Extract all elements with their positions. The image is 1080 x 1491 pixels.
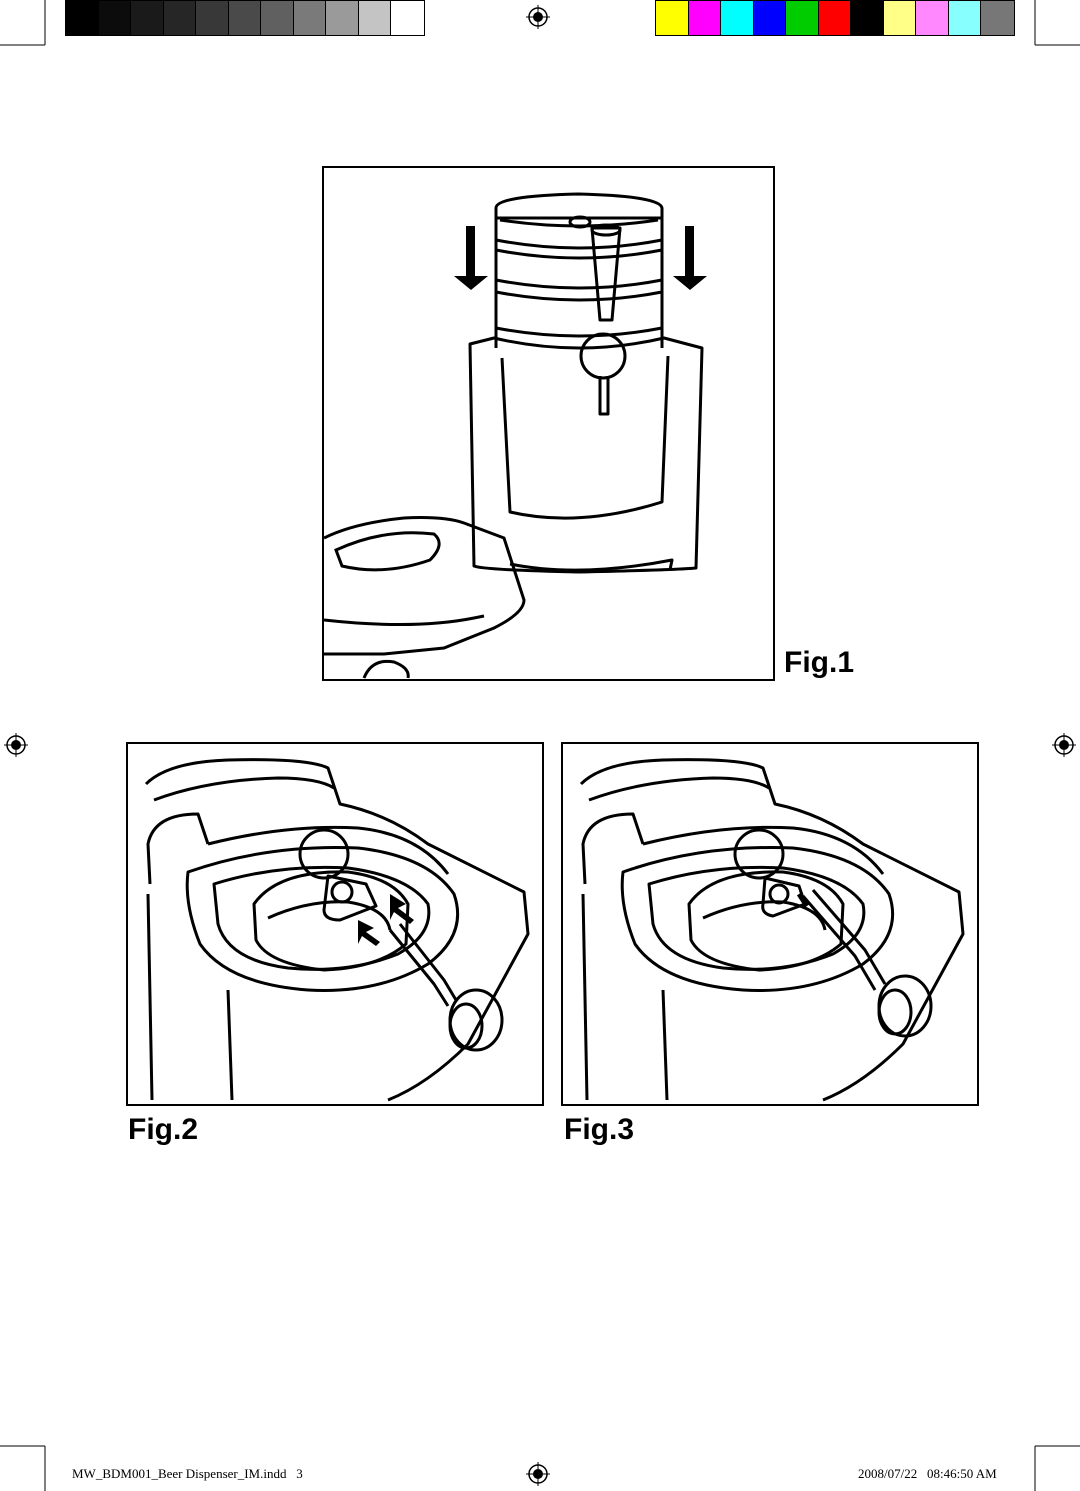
figure-3-label: Fig.3 (564, 1113, 635, 1146)
figure-1-label: Fig.1 (784, 646, 855, 679)
grayscale-swatch (326, 1, 359, 35)
grayscale-swatch (261, 1, 294, 35)
process-swatch (786, 1, 819, 35)
registration-mark-top (526, 5, 550, 29)
footer-filename: MW_BDM001_Beer Dispenser_IM.indd 3 (72, 1466, 303, 1481)
keg-insertion-illustration (324, 192, 707, 679)
footer-timestamp: 2008/07/22 08:46:50 AM (858, 1466, 997, 1481)
process-swatch (688, 1, 721, 35)
process-swatch (721, 1, 754, 35)
figure-2-label: Fig.2 (128, 1113, 199, 1146)
grayscale-swatch (293, 1, 326, 35)
process-swatch (883, 1, 916, 35)
grayscale-swatch (131, 1, 164, 35)
registration-mark-bottom (526, 1462, 550, 1486)
process-swatch (656, 1, 689, 35)
grayscale-swatch (228, 1, 261, 35)
grayscale-color-bar (65, 0, 425, 36)
process-color-bar (655, 0, 1015, 36)
process-swatch (981, 1, 1014, 35)
registration-mark-left (4, 733, 28, 757)
grayscale-swatch (163, 1, 196, 35)
figure-1-frame (322, 166, 775, 681)
process-swatch (818, 1, 851, 35)
grayscale-swatch (391, 1, 424, 35)
grayscale-swatch (98, 1, 131, 35)
process-swatch (753, 1, 786, 35)
process-swatch (916, 1, 949, 35)
registration-mark-right (1052, 733, 1076, 757)
process-swatch (851, 1, 884, 35)
grayscale-swatch (66, 1, 99, 35)
keg-connector-locked-illustration (579, 758, 965, 1102)
figure-3-frame (561, 742, 979, 1106)
process-swatch (948, 1, 981, 35)
grayscale-swatch (358, 1, 391, 35)
keg-connector-attach-illustration (144, 758, 530, 1102)
grayscale-swatch (196, 1, 229, 35)
figure-2-frame (126, 742, 544, 1106)
